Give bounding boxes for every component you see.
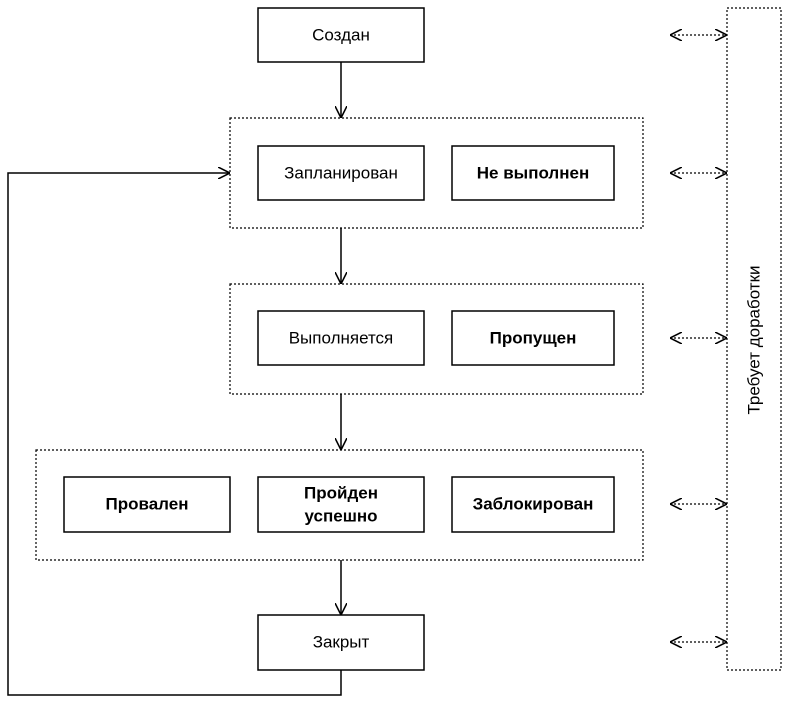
state-blocked-label: Заблокирован [473,494,594,513]
state-failed-label: Провален [106,494,189,513]
needs-rework-panel [726,7,782,671]
state-planned: Запланирован [257,145,425,201]
state-closed: Закрыт [257,614,425,671]
state-skipped: Пропущен [451,310,615,366]
group-results [35,449,644,561]
state-passed-label-line2: успешно [304,506,377,525]
state-created: Создан [257,7,425,63]
state-not-executed-label: Не выполнен [477,163,589,182]
state-closed-label: Закрыт [313,632,370,651]
state-created-label: Создан [312,25,370,44]
arrow-closed-loop-to-planned [7,173,342,696]
state-skipped-label: Пропущен [490,328,577,347]
state-planned-label: Запланирован [284,163,398,182]
state-blocked: Заблокирован [451,476,615,533]
state-in-progress-label: Выполняется [289,328,394,347]
group-planned [229,117,644,229]
state-in-progress: Выполняется [257,310,425,366]
needs-rework-label: Требует доработки [744,265,763,414]
state-not-executed: Не выполнен [451,145,615,201]
state-passed-label-line1: Пройден [304,483,378,502]
state-failed: Провален [63,476,231,533]
group-in-progress [229,283,644,395]
state-passed: Пройден успешно [257,476,425,533]
